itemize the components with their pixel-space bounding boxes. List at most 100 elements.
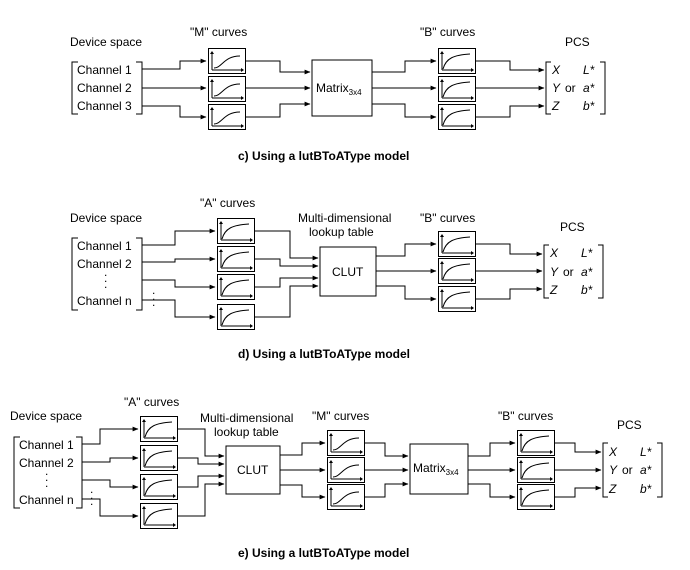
- pcs-y: Y: [552, 81, 561, 95]
- arrow: [142, 299, 216, 320]
- pcs-y: Y: [550, 265, 559, 279]
- b-curve-icon: [438, 286, 476, 312]
- device-space-label: Device space: [10, 409, 82, 423]
- arrow: [142, 228, 216, 246]
- m-curve-icon: [208, 104, 246, 130]
- pcs-z: Z: [549, 283, 558, 297]
- pcs-l: L*: [581, 246, 593, 260]
- arrow: [372, 58, 437, 73]
- arrow: [372, 103, 437, 120]
- arrow: [476, 286, 543, 300]
- b-curves-label: "B" curves: [420, 25, 475, 39]
- device-space-label: Device space: [70, 211, 142, 225]
- clut-label: CLUT: [332, 265, 364, 279]
- pcs-bracket-right: [657, 442, 663, 498]
- b-curve-icon: [517, 457, 555, 483]
- m-curve-icon: [208, 76, 246, 102]
- clut-box: [225, 445, 281, 495]
- matrix-box: [409, 443, 469, 495]
- ellipsis-dots: .: [45, 476, 48, 490]
- b-curves-label: "B" curves: [498, 409, 553, 423]
- lut-label-line2: lookup table: [309, 225, 374, 239]
- caption-c: c) Using a lutBToAType model: [238, 149, 409, 163]
- arrow: [468, 440, 516, 457]
- arrow: [178, 457, 225, 467]
- ellipsis-dots: .: [90, 482, 93, 496]
- b-curve-icon: [517, 484, 555, 510]
- arrow: [555, 442, 602, 455]
- b-curve-icon: [438, 258, 476, 284]
- arrow: [142, 58, 207, 70]
- arrow: [82, 455, 139, 463]
- device-space-label: Device space: [70, 35, 142, 49]
- panel-e: Device space "A" curves Multi-dimensiona…: [10, 395, 663, 560]
- b-curve-icon: [438, 76, 476, 102]
- a-curve-icon: [217, 274, 255, 300]
- device-bracket-left: [13, 436, 20, 509]
- arrow: [476, 60, 545, 73]
- arrow: [255, 230, 319, 261]
- pcs-a: a*: [583, 81, 595, 95]
- arrow: [255, 258, 319, 269]
- b-curves-label: "B" curves: [420, 211, 475, 225]
- ellipsis-dots: .: [104, 271, 107, 285]
- panel-c: Device space "M" curves "B" curves PCS C…: [70, 25, 606, 163]
- pcs-z: Z: [551, 99, 560, 113]
- arrow: [82, 479, 139, 490]
- a-curve-icon: [140, 474, 178, 500]
- ellipsis-dots: .: [104, 277, 107, 291]
- a-curves-label: "A" curves: [200, 196, 255, 210]
- pcs-label: PCS: [560, 220, 585, 234]
- pcs-l: L*: [640, 445, 652, 459]
- m-curve-icon: [327, 457, 365, 483]
- clut-label: CLUT: [237, 463, 269, 477]
- channel-n-label: Channel n: [19, 493, 74, 507]
- a-curve-icon: [140, 445, 178, 471]
- device-bracket-right: [136, 237, 143, 311]
- pcs-b: b*: [640, 482, 652, 496]
- ellipsis-dots: .: [90, 494, 93, 508]
- arrow: [178, 481, 225, 517]
- pcs-bracket-right: [598, 244, 604, 299]
- lut-label-line1: Multi-dimensional: [200, 411, 293, 425]
- pcs-or: or: [565, 81, 576, 95]
- a-curve-icon: [217, 304, 255, 330]
- arrow: [255, 275, 319, 288]
- arrow: [82, 426, 139, 445]
- arrow: [476, 103, 545, 118]
- pcs-x: X: [549, 246, 559, 260]
- m-curve-icon: [327, 484, 365, 510]
- matrix-box: [311, 59, 373, 117]
- m-curves-label: "M" curves: [190, 25, 247, 39]
- channel-3-label: Channel 3: [77, 99, 132, 113]
- pcs-label: PCS: [617, 418, 642, 432]
- m-curves-label: "M" curves: [312, 409, 369, 423]
- ellipsis-dots: .: [45, 470, 48, 484]
- m-curve-icon: [327, 430, 365, 456]
- pcs-or: or: [622, 463, 633, 477]
- pcs-bracket-left: [545, 61, 551, 115]
- arrow: [82, 498, 139, 519]
- channel-1-label: Channel 1: [77, 239, 132, 253]
- lut-label-line1: Multi-dimensional: [298, 211, 391, 225]
- ellipsis-dots: .: [90, 488, 93, 502]
- device-bracket-left: [71, 237, 78, 311]
- pcs-bracket-left: [602, 442, 608, 498]
- arrow: [142, 105, 207, 120]
- a-curve-icon: [140, 503, 178, 529]
- b-curve-icon: [438, 104, 476, 130]
- arrow: [178, 428, 225, 459]
- lut-label-line2: lookup table: [214, 425, 279, 439]
- channel-1-label: Channel 1: [19, 438, 74, 452]
- b-curve-icon: [517, 430, 555, 456]
- caption-e: e) Using a lutBToAType model: [238, 546, 409, 560]
- ellipsis-dots: .: [152, 289, 155, 303]
- matrix-label: Matrix3x4: [316, 81, 362, 97]
- pcs-l: L*: [583, 63, 595, 77]
- arrow: [476, 243, 543, 257]
- pcs-bracket-left: [543, 244, 549, 299]
- channel-2-label: Channel 2: [19, 456, 74, 470]
- pcs-b: b*: [581, 283, 593, 297]
- b-curve-icon: [438, 231, 476, 257]
- channel-2-label: Channel 2: [77, 81, 132, 95]
